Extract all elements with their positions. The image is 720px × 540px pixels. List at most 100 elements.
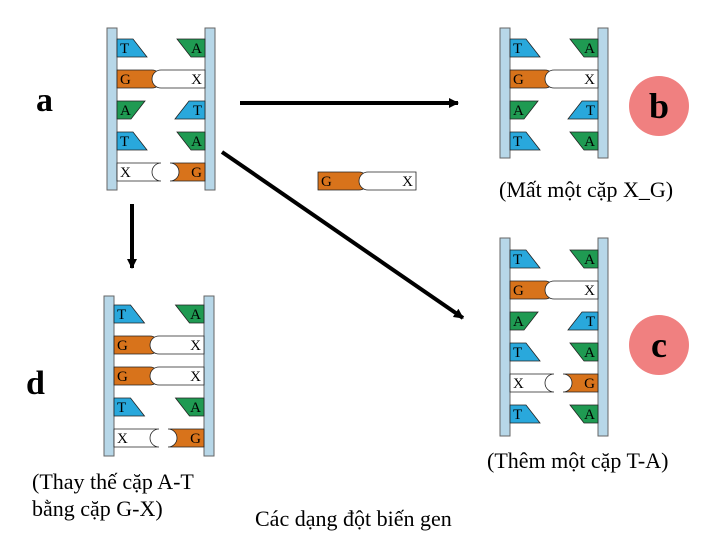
base-d-1-left-letter: T <box>117 307 126 323</box>
base-a-5-right-letter: G <box>191 165 202 181</box>
base-d-1-right-letter: A <box>190 307 201 323</box>
base-d-5-left-shape <box>113 428 160 448</box>
caption-c: (Thêm một cặp T-A) <box>487 448 669 473</box>
base-c-5-left-letter: X <box>513 376 524 392</box>
arrow-a-to-c <box>220 150 465 320</box>
base-c-3-left-shape <box>509 311 539 331</box>
base-c-4-right-letter: A <box>584 345 595 361</box>
base-d-2-right-shape <box>149 335 205 355</box>
base-a-4-right-shape <box>176 131 206 151</box>
base-a-3-right-shape <box>174 100 206 120</box>
label-c: c <box>651 325 667 365</box>
base-c-6-right-letter: A <box>584 407 595 423</box>
label-b-circle: b <box>629 76 689 136</box>
base-d-2-right-letter: X <box>190 338 201 354</box>
base-b-1-left-shape <box>509 38 541 58</box>
base-d-3-right-letter: X <box>190 369 201 385</box>
base-c-5-right-letter: G <box>584 376 595 392</box>
base-c-2-left-letter: G <box>513 283 524 299</box>
base-d-4-right-shape <box>174 397 205 417</box>
base-b-3-right-letter: T <box>586 103 595 119</box>
removed-pair-right-shape <box>358 171 417 191</box>
label-c-circle: c <box>629 315 689 375</box>
base-b-1-left-letter: T <box>513 41 522 57</box>
base-d-1-left-shape <box>113 304 146 324</box>
backbone-left-b <box>499 27 511 159</box>
base-b-4-left-shape <box>509 131 541 151</box>
base-b-2-left-letter: G <box>513 72 524 88</box>
base-d-5-right-letter: G <box>190 431 201 447</box>
base-a-1-right-shape <box>176 38 206 58</box>
backbone-right-d <box>203 295 215 457</box>
base-a-1-right-letter: A <box>191 41 202 57</box>
base-a-3-left-shape <box>116 100 146 120</box>
base-c-2-right-shape <box>544 280 599 300</box>
base-b-3-left-shape <box>509 100 539 120</box>
base-a-2-right-letter: X <box>191 72 202 88</box>
base-d-3-right-shape <box>149 366 205 386</box>
base-a-3-right-letter: T <box>193 103 202 119</box>
base-a-2-right-shape <box>151 69 206 89</box>
base-d-4-left-letter: T <box>117 400 126 416</box>
base-d-5-left-letter: X <box>117 431 128 447</box>
base-b-1-right-shape <box>569 38 599 58</box>
base-a-1-left-shape <box>116 38 148 58</box>
base-c-1-left-letter: T <box>513 252 522 268</box>
base-c-4-left-letter: T <box>513 345 522 361</box>
label-d: d <box>26 365 45 402</box>
base-a-3-left-letter: A <box>120 103 131 119</box>
base-c-1-left-shape <box>509 249 541 269</box>
backbone-right-c <box>597 237 609 437</box>
backbone-right-a <box>204 27 216 191</box>
base-d-5-right-shape <box>167 428 205 448</box>
base-c-1-right-letter: A <box>584 252 595 268</box>
base-a-4-left-letter: T <box>120 134 129 150</box>
base-b-4-right-shape <box>569 131 599 151</box>
base-a-5-left-letter: X <box>120 165 131 181</box>
base-a-5-right-shape <box>169 162 206 182</box>
base-d-3-left-letter: G <box>117 369 128 385</box>
base-b-4-left-letter: T <box>513 134 522 150</box>
base-b-1-right-letter: A <box>584 41 595 57</box>
base-d-1-right-shape <box>174 304 205 324</box>
base-a-4-right-letter: A <box>191 134 202 150</box>
base-c-2-right-letter: X <box>584 283 595 299</box>
diagram-title: Các dạng đột biến gen <box>255 506 452 531</box>
base-b-3-left-letter: A <box>513 103 524 119</box>
backbone-right-b <box>597 27 609 159</box>
base-c-3-right-letter: T <box>586 314 595 330</box>
base-b-2-right-letter: X <box>584 72 595 88</box>
base-c-6-left-letter: T <box>513 407 522 423</box>
base-c-5-left-shape <box>509 373 555 393</box>
label-b: b <box>648 86 670 126</box>
removed-pair-left-letter: G <box>321 174 332 190</box>
backbone-left-a <box>106 27 118 191</box>
base-d-4-right-letter: A <box>190 400 201 416</box>
base-a-1-left-letter: T <box>120 41 129 57</box>
base-d-4-left-shape <box>113 397 146 417</box>
base-c-6-left-shape <box>509 404 541 424</box>
